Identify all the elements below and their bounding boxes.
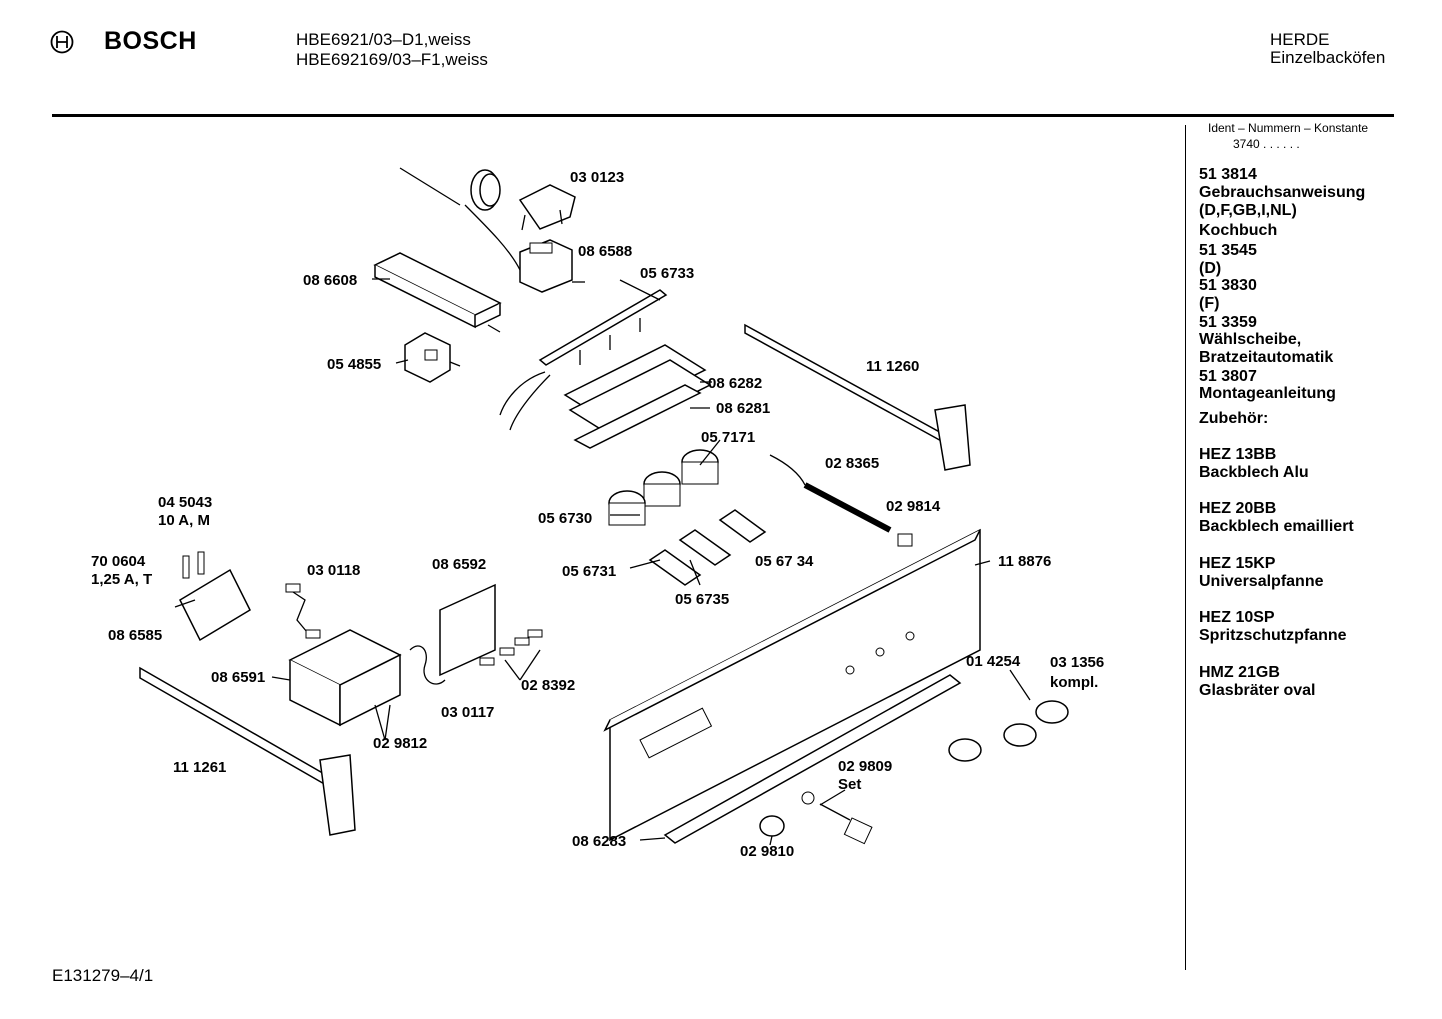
side-item: Bratzeitautomatik: [1199, 349, 1334, 366]
lamp-cover-part: [373, 252, 502, 333]
side-item: HEZ 20BB: [1199, 500, 1277, 517]
part-label: 05 4855: [327, 356, 382, 373]
category-subtitle: Einzelbacköfen: [1270, 48, 1386, 67]
bosch-logo-icon: [50, 30, 74, 54]
part-label: 05 6731: [562, 563, 617, 580]
side-item: Gebrauchsanweisung: [1199, 184, 1366, 201]
temperature-sensor-part: [399, 167, 521, 271]
side-item: Zubehör:: [1199, 410, 1269, 427]
side-item: Backblech emailliert: [1199, 518, 1354, 535]
board-carrier-part: [563, 344, 712, 449]
brand-name: BOSCH: [104, 27, 197, 55]
side-item: HMZ 21GB: [1199, 664, 1280, 681]
part-label: 08 6608: [303, 272, 358, 289]
part-label: 05 6735: [675, 591, 730, 608]
side-item: Universalpfanne: [1199, 573, 1324, 590]
potentiometer-part: [648, 509, 767, 586]
part-label: 70 0604: [91, 553, 146, 570]
rotary-switch-part: [404, 332, 461, 383]
header-divider: [52, 114, 1394, 117]
ident-value: 3740 . . . . . .: [1233, 137, 1300, 151]
part-label: 08 6592: [432, 556, 487, 573]
control-knob-part: [948, 700, 1069, 762]
side-item: Backblech Alu: [1199, 464, 1309, 481]
part-label: 01 4254: [966, 653, 1021, 670]
side-divider: [1185, 125, 1186, 970]
part-label: 05 7171: [701, 429, 756, 446]
part-label: 08 6283: [572, 833, 627, 850]
side-item: Glasbräter oval: [1199, 682, 1316, 699]
side-item: 51 3359: [1199, 314, 1257, 331]
part-label: Set: [838, 776, 862, 793]
part-label: 08 6282: [708, 375, 763, 392]
part-label: kompl.: [1050, 674, 1099, 691]
part-label: 10 A, M: [158, 512, 210, 529]
part-label: 02 9810: [740, 843, 795, 860]
ident-label: Ident – Nummern – Konstante: [1208, 121, 1369, 135]
part-label: 1,25 A, T: [91, 571, 153, 588]
part-label: 05 6730: [538, 510, 593, 527]
part-label: 02 9809: [838, 758, 893, 775]
screw-set-part: [759, 791, 873, 845]
heating-rod-part: [769, 454, 913, 547]
cable-clip-part: [409, 645, 446, 685]
model-line-1: HBE6921/03–D1,weiss: [296, 30, 471, 49]
side-item: 51 3830: [1199, 277, 1257, 294]
part-label: 02 8365: [825, 455, 880, 472]
part-label: 11 1261: [173, 759, 227, 776]
part-label: 08 6585: [108, 627, 163, 644]
part-label: 04 5043: [158, 494, 213, 511]
indicator-lamp-part: [479, 629, 543, 666]
part-label: 03 1356: [1050, 654, 1105, 671]
part-label: 08 6591: [211, 669, 266, 686]
side-item: HEZ 15KP: [1199, 555, 1276, 572]
part-label: 03 0117: [441, 704, 495, 721]
control-panel-part: [603, 528, 981, 842]
side-item: Wählscheibe,: [1199, 331, 1302, 348]
thermostat-part: [519, 239, 585, 293]
leader-lines: [174, 278, 1031, 846]
part-label: 08 6281: [716, 400, 771, 417]
side-item: Spritzschutzpfanne: [1199, 627, 1347, 644]
side-item: 51 3545: [1199, 242, 1257, 259]
part-label: 05 6733: [640, 265, 695, 282]
part-label: 05 67 34: [755, 553, 814, 570]
side-item: (F): [1199, 295, 1220, 312]
side-rail-left-part: [139, 666, 356, 836]
front-trim-bar-part: [663, 674, 962, 844]
side-item: Montageanleitung: [1199, 385, 1336, 402]
part-label: 11 8876: [998, 553, 1052, 570]
side-item: (D): [1199, 260, 1222, 277]
part-label: 03 0123: [570, 169, 625, 186]
side-item: (D,F,GB,I,NL): [1199, 202, 1297, 219]
exploded-view-drawing: [139, 167, 1069, 846]
part-label: 03 0118: [307, 562, 361, 579]
side-item: HEZ 10SP: [1199, 609, 1275, 626]
indicator-bar-part: [499, 289, 668, 431]
model-line-2: HBE692169/03–F1,weiss: [296, 50, 488, 69]
fuse-board-part: [179, 551, 251, 642]
part-label: 02 9814: [886, 498, 941, 515]
side-item: HEZ 13BB: [1199, 446, 1277, 463]
part-label: 08 6588: [578, 243, 633, 260]
part-label: 02 8392: [521, 677, 576, 694]
control-board-part: [439, 583, 496, 677]
connector-part: [285, 583, 321, 639]
clip-part: [518, 184, 576, 231]
part-label: 02 9812: [373, 735, 428, 752]
side-item: 51 3807: [1199, 368, 1257, 385]
relay-block-part: [288, 629, 402, 727]
part-label: 11 1260: [866, 358, 920, 375]
side-item: Kochbuch: [1199, 222, 1278, 239]
side-rail-right-part: [744, 323, 971, 471]
drawing-code: E131279–4/1: [52, 966, 154, 985]
timer-knob-part: [608, 449, 719, 526]
category-title: HERDE: [1270, 30, 1330, 49]
side-item: 51 3814: [1199, 166, 1257, 183]
